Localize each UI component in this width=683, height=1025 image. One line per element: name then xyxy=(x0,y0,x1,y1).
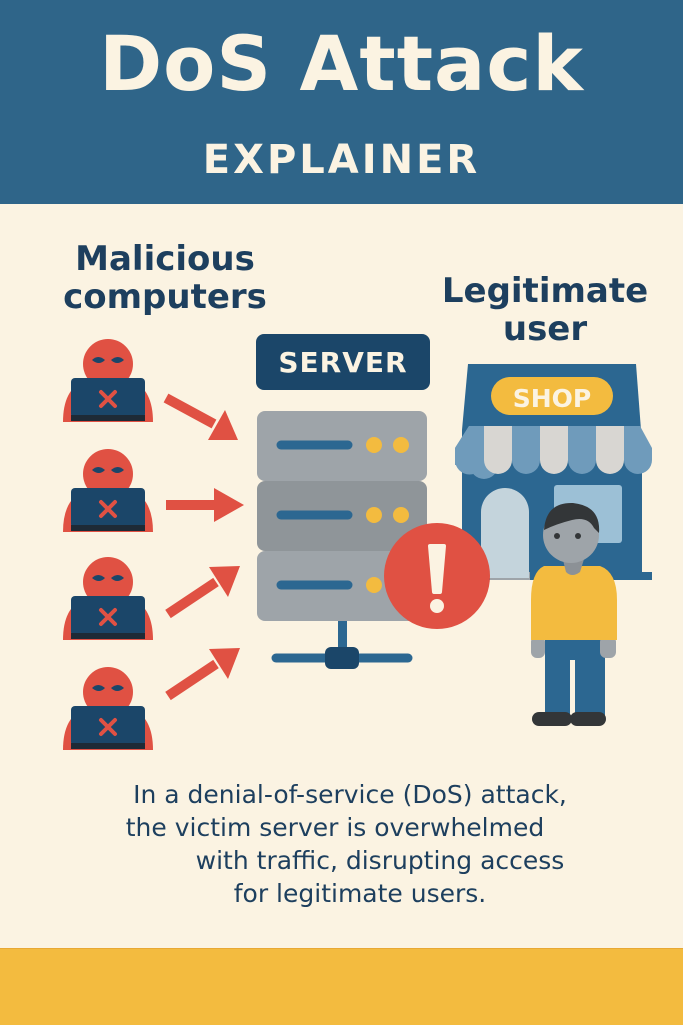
malicious-label-line1: Malicious xyxy=(75,239,255,279)
attack-arrow-2 xyxy=(166,488,244,522)
attacker-icon-3 xyxy=(61,555,155,642)
attack-arrow-4 xyxy=(165,648,240,701)
legitimate-label-line1: Legitimate xyxy=(441,271,649,311)
person-icon xyxy=(531,502,617,726)
description-text: In a denial-of-service (DoS) attack, the… xyxy=(100,778,600,910)
attacker-icon-1 xyxy=(61,337,155,424)
exclamation-alert-icon xyxy=(384,523,490,629)
page-subtitle: EXPLAINER xyxy=(202,137,481,183)
malicious-label-line2: computers xyxy=(63,277,267,317)
legitimate-label-line2: user xyxy=(502,309,588,349)
shop-sign-text: SHOP xyxy=(513,384,592,413)
storefront-icon xyxy=(455,364,652,580)
footer-bar xyxy=(0,948,683,1025)
description-line-4: for legitimate users. xyxy=(233,879,487,908)
header-banner: DoS Attack EXPLAINER xyxy=(0,0,683,204)
attacker-icon-4 xyxy=(61,665,155,752)
description-line-1: In a denial-of-service (DoS) attack, xyxy=(133,780,567,809)
attacker-icon-2 xyxy=(61,447,155,534)
attack-arrow-1 xyxy=(163,393,238,440)
malicious-computers-label: Malicious computers xyxy=(50,240,280,316)
description-line-3: with traffic, disrupting access xyxy=(195,846,565,875)
server-label: SERVER xyxy=(256,334,430,390)
page-title: DoS Attack xyxy=(99,19,584,108)
attack-arrow-3 xyxy=(165,566,240,619)
description-line-2: the victim server is overwhelmed xyxy=(125,813,545,842)
server-rack-icon xyxy=(257,411,427,669)
legitimate-user-label: Legitimate user xyxy=(430,272,660,348)
